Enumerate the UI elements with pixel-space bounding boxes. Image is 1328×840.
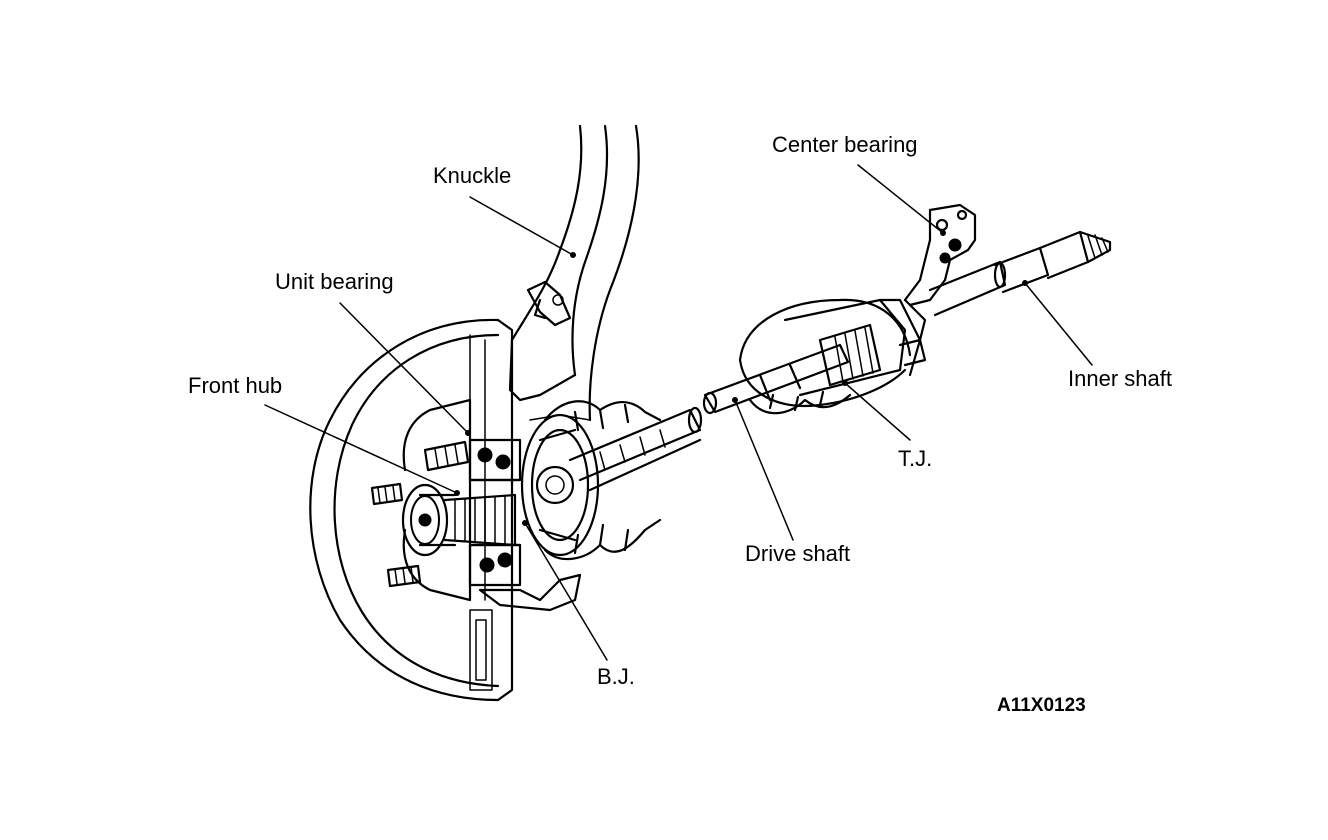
leader-front-hub [264, 404, 458, 494]
figure-code: A11X0123 [997, 695, 1086, 716]
leader-drive-shaft [734, 399, 794, 541]
label-inner-shaft: Inner shaft [1068, 366, 1172, 391]
center-bearing [903, 203, 977, 342]
unit-bearing [468, 438, 582, 612]
ball-joint-bj [520, 413, 600, 557]
leader-tj [844, 382, 911, 441]
brake-disc-shield [309, 318, 514, 702]
label-knuckle: Knuckle [433, 163, 512, 188]
leader-lines [264, 164, 1093, 661]
front-hub [370, 398, 517, 602]
leader-knuckle [469, 196, 574, 256]
leader-inner-shaft [1024, 282, 1093, 366]
leader-center-bearing [857, 164, 944, 234]
tripod-joint-tj [738, 298, 927, 407]
outer-drive-shaft [568, 406, 703, 492]
label-front-hub: Front hub [188, 373, 283, 398]
drive-shaft [702, 343, 850, 415]
label-unit-bearing: Unit bearing [275, 269, 394, 294]
label-drive-shaft: Drive shaft [745, 541, 851, 566]
label-tj: T.J. [898, 446, 933, 471]
label-center-bearing: Center bearing [772, 132, 918, 157]
bj-boot [543, 400, 662, 561]
knuckle [508, 124, 640, 422]
leader-bj [524, 522, 608, 661]
label-bj: B.J. [597, 664, 635, 689]
leader-unit-bearing [339, 302, 469, 434]
tj-boot [748, 390, 852, 415]
